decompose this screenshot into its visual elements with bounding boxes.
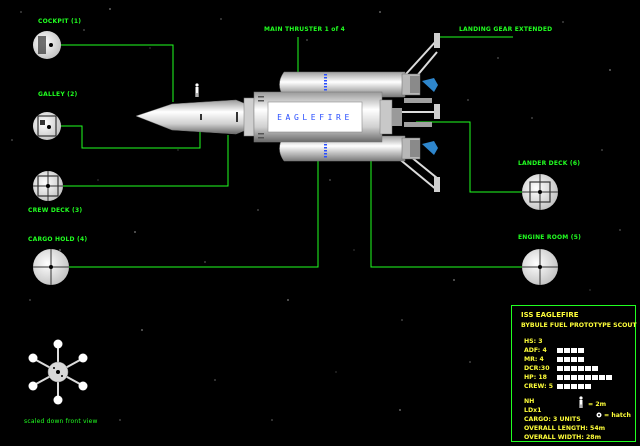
hull-name: EAGLEFIRE	[277, 113, 353, 122]
rating-block	[571, 366, 577, 371]
bars-crew	[557, 384, 591, 389]
starfield	[11, 8, 621, 421]
rating-block	[578, 384, 584, 389]
rating-block	[571, 384, 577, 389]
rating-block	[557, 375, 563, 380]
rating-block	[557, 384, 563, 389]
rating-block	[592, 366, 598, 371]
label-cockpit: COCKPIT (1)	[38, 18, 82, 25]
rating-block	[564, 357, 570, 362]
stat-adf: ADF: 4	[524, 347, 547, 354]
stat-nh: NH	[524, 398, 535, 405]
main-hull	[135, 91, 402, 143]
hatch-legend: = hatch	[604, 412, 631, 419]
stat-dcr: DCR:30	[524, 365, 550, 372]
bars-mr	[557, 357, 584, 362]
scale-figure-icon	[579, 396, 583, 408]
label-galley: GALLEY (2)	[38, 91, 78, 98]
ship-subtitle: BYBULE FUEL PROTOTYPE SCOUT	[521, 322, 637, 329]
stat-width: OVERALL WIDTH: 28m	[524, 434, 602, 441]
stat-hp: HP: 18	[524, 374, 547, 381]
label-cargo-hold: CARGO HOLD (4)	[28, 236, 88, 243]
rating-block	[557, 348, 563, 353]
compartment-cargo-hold	[33, 249, 69, 285]
rating-block	[571, 357, 577, 362]
label-engine-room: ENGINE ROOM (5)	[518, 234, 582, 241]
stats-panel: ISS EAGLEFIRE BYBULE FUEL PROTOTYPE SCOU…	[511, 305, 637, 442]
rating-block	[571, 348, 577, 353]
rating-block	[564, 384, 570, 389]
human-figure	[195, 83, 199, 97]
rating-block	[564, 366, 570, 371]
rating-block	[585, 366, 591, 371]
stat-ldx: LDx1	[524, 407, 542, 414]
stat-mr: MR: 4	[524, 356, 544, 363]
rating-block	[571, 375, 577, 380]
rating-block	[585, 375, 591, 380]
compartment-cockpit	[33, 31, 61, 59]
bars-dcr	[557, 366, 598, 371]
stat-hs: HS: 3	[524, 338, 543, 345]
rating-block	[564, 348, 570, 353]
scale-legend: = 2m	[588, 401, 607, 408]
ship-title: ISS EAGLEFIRE	[521, 311, 579, 319]
rating-block	[599, 375, 605, 380]
label-main-thruster: MAIN THRUSTER 1 of 4	[264, 26, 346, 33]
rating-block	[578, 348, 584, 353]
rating-block	[564, 375, 570, 380]
label-front-view: scaled down front view	[24, 418, 98, 425]
bars-adf	[557, 348, 584, 353]
rating-block	[578, 366, 584, 371]
compartment-engine-room	[522, 249, 558, 285]
leader-lines	[61, 36, 522, 268]
compartment-crew-deck	[33, 171, 63, 201]
rating-block	[557, 366, 563, 371]
rating-block	[578, 375, 584, 380]
stat-length: OVERALL LENGTH: 54m	[524, 425, 606, 432]
stat-cargo: CARGO: 3 UNITS	[524, 416, 581, 423]
compartment-lander-deck	[522, 174, 558, 210]
label-landing-gear: LANDING GEAR EXTENDED	[459, 26, 553, 33]
rating-block	[557, 357, 563, 362]
rating-block	[578, 357, 584, 362]
engine-flames	[422, 78, 438, 155]
rating-block	[585, 384, 591, 389]
compartment-galley	[33, 112, 61, 140]
bars-hp	[557, 375, 612, 380]
label-crew-deck: CREW DECK (3)	[28, 207, 83, 214]
front-view	[28, 339, 88, 405]
hatch-icon	[596, 412, 602, 418]
label-lander-deck: LANDER DECK (6)	[518, 160, 581, 167]
main-thruster-pod-upper	[279, 71, 421, 98]
rating-block	[592, 375, 598, 380]
rating-block	[606, 375, 612, 380]
landing-pads	[434, 33, 440, 192]
stat-crew: CREW: 5	[524, 383, 554, 390]
